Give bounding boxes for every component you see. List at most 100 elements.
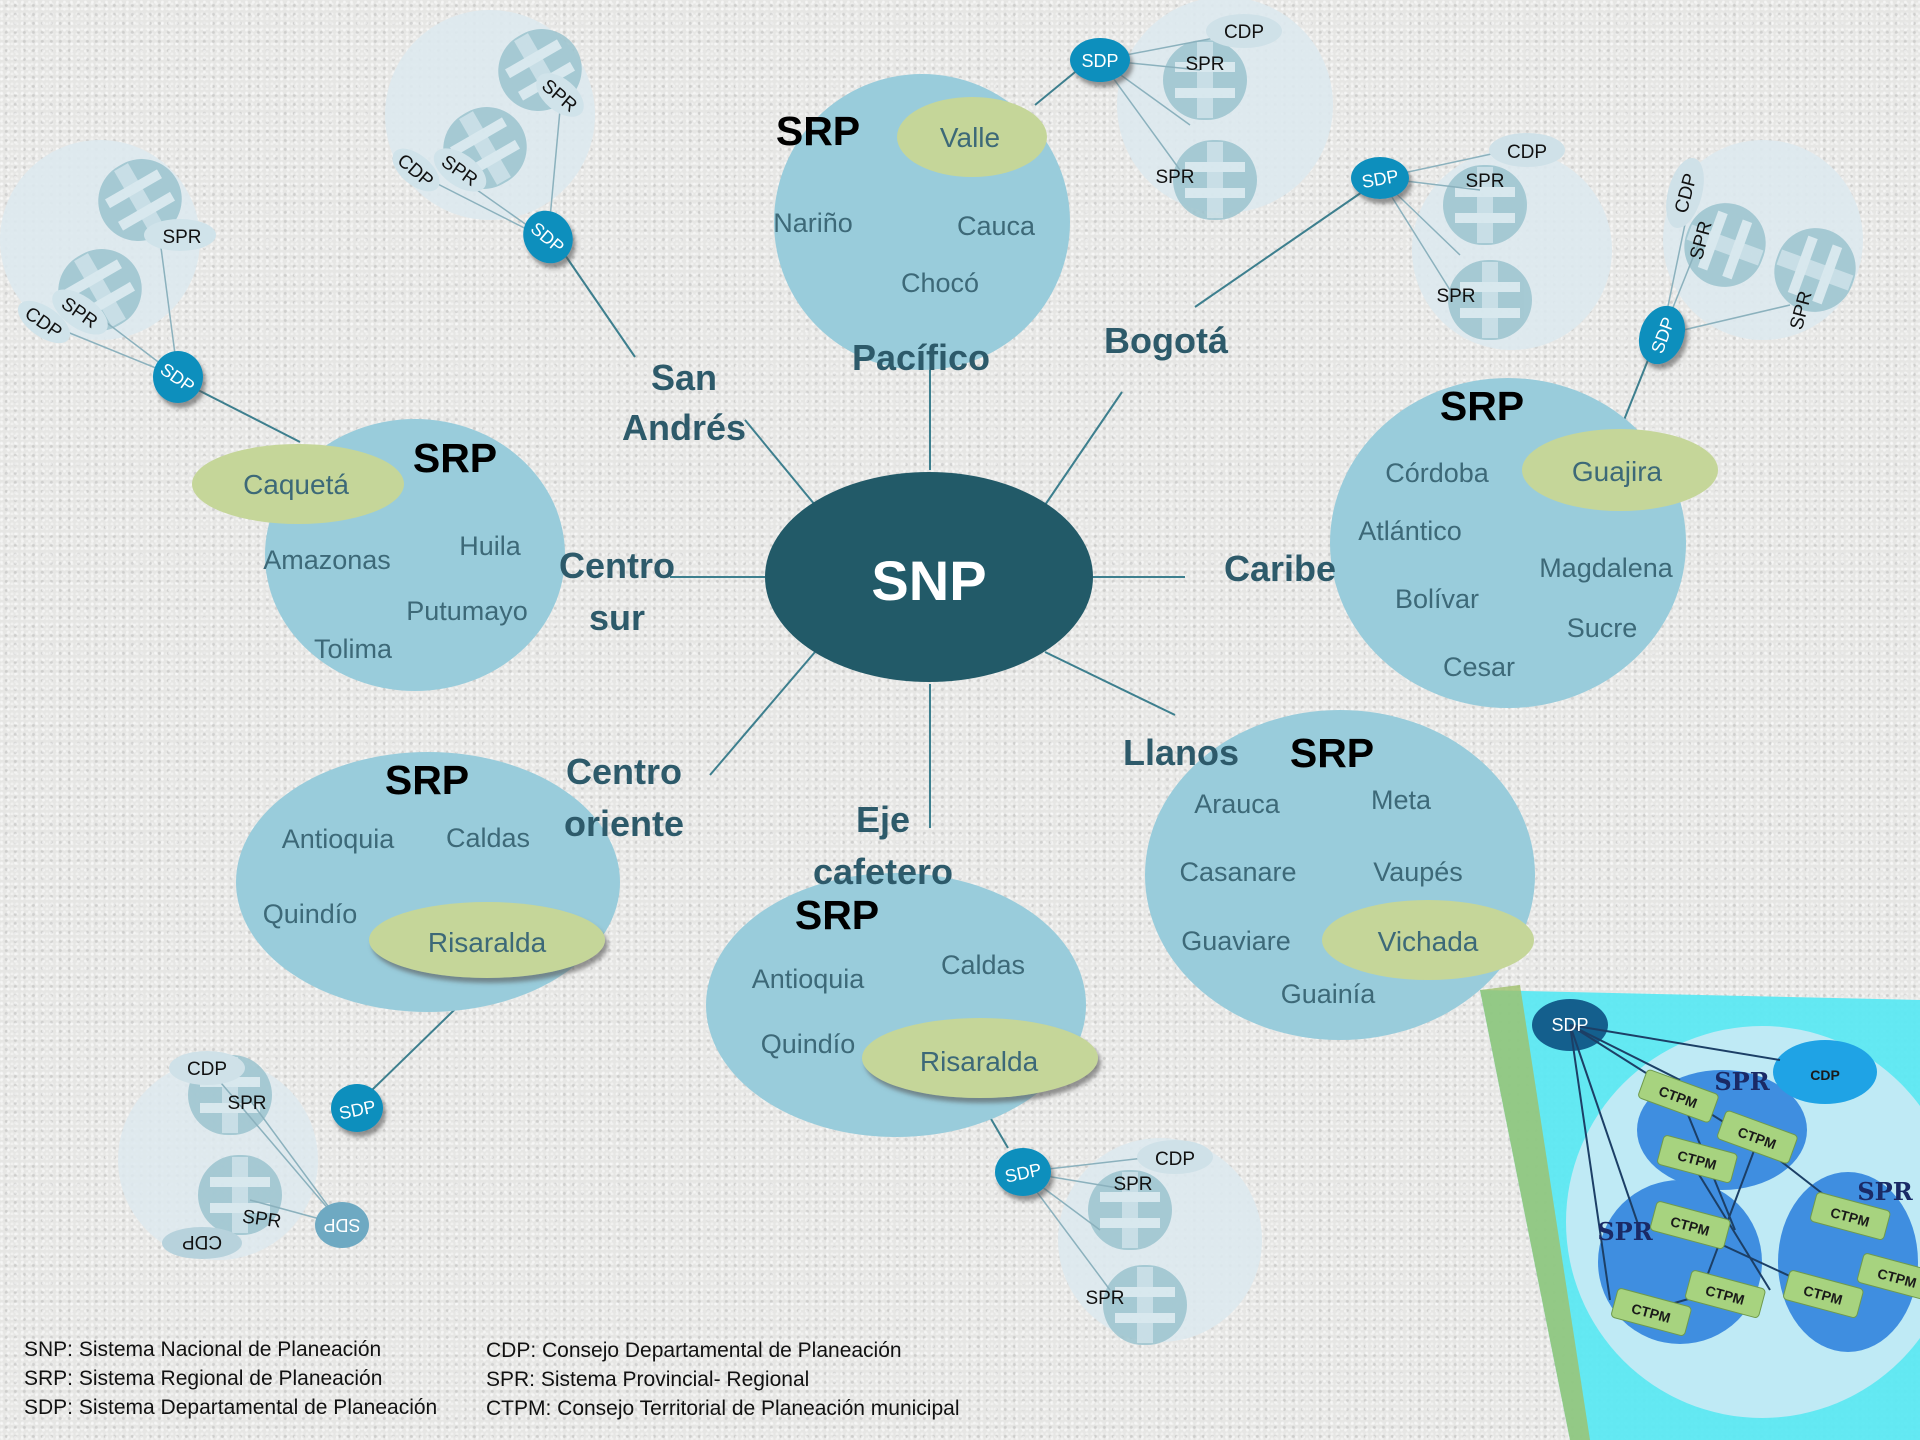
highlight-guajira (1522, 429, 1718, 511)
region-name-caribe: Caribe (1224, 548, 1336, 589)
dept-magdalena: Magdalena (1539, 553, 1674, 583)
snp-label: SNP (871, 549, 986, 612)
spoke-bogota (1044, 391, 1123, 506)
dept-caldas: Caldas (941, 950, 1025, 980)
legend-srp: SRP: Sistema Regional de Planeación (24, 1367, 383, 1390)
region-name-centro-oriente-2: oriente (564, 803, 684, 844)
cluster-risaralda-ej: CDP SPR SPR SDP (995, 1138, 1262, 1345)
region-name-centro-sur-2: sur (589, 597, 645, 638)
ctpm-box: CTPM (1638, 1069, 1719, 1123)
dept-vaupes: Vaupés (1373, 857, 1463, 887)
dept-vichada: Vichada (1378, 926, 1479, 957)
region-name-san-andres-1: San (651, 357, 717, 398)
connector-san-andres (564, 254, 636, 358)
dept-casanare: Casanare (1179, 857, 1296, 887)
dept-guajira: Guajira (1572, 456, 1663, 487)
cluster-san-andres: SPR SPR CDP SDP (385, 10, 597, 264)
zoom-beam-edge (1480, 985, 1590, 1440)
dept-huila: Huila (459, 531, 522, 561)
region-name-llanos: Llanos (1123, 732, 1239, 773)
region-name-pacifico: Pacífico (852, 337, 990, 378)
zoom-cdp (1773, 1040, 1877, 1104)
label-sdp-mirrored: SDP (323, 1215, 360, 1235)
dept-amazonas: Amazonas (263, 545, 391, 575)
legend-ctpm: CTPM: Consejo Territorial de Planeación … (486, 1397, 960, 1420)
dept-cauca: Cauca (957, 211, 1036, 241)
spoke-san-andres (744, 419, 816, 506)
srp-title: SRP (1440, 383, 1524, 429)
label-spr: SPR (1085, 1288, 1124, 1309)
legend-cdp: CDP: Consejo Departamental de Planeación (486, 1339, 902, 1362)
dept-arauca: Arauca (1194, 789, 1281, 819)
dept-sucre: Sucre (1567, 613, 1638, 643)
cluster-caqueta: SPR SPR CDP SDP (0, 140, 216, 403)
ctpm-box: CTPM (1650, 1201, 1731, 1249)
srp-centro-oriente: SRP Antioquia Caldas Quindío Risaralda (236, 752, 620, 1012)
ctpm-box: CTPM (1611, 1288, 1692, 1336)
label-spr: SPR (1185, 54, 1224, 75)
dept-valle: Valle (940, 122, 1000, 153)
dept-guaviare: Guaviare (1181, 926, 1291, 956)
spoke-centro-oriente (709, 651, 816, 776)
label-spr: SPR (162, 227, 201, 248)
ctpm-box: CTPM (1783, 1270, 1864, 1318)
region-name-centro-sur-1: Centro (559, 545, 675, 586)
label-spr: SPR (1113, 1174, 1152, 1195)
highlight-valle (897, 97, 1047, 177)
ctpm-box: CTPM (1857, 1253, 1920, 1301)
legend-sdp: SDP: Sistema Departamental de Planeación (24, 1396, 438, 1419)
ctpm-box: CTPM (1717, 1110, 1798, 1164)
dept-antioquia: Antioquia (752, 964, 866, 994)
dept-risaralda-co: Risaralda (428, 927, 547, 958)
dept-choco: Chocó (901, 268, 979, 298)
srp-llanos: SRP Arauca Meta Casanare Vaupés Guaviare… (1145, 710, 1535, 1040)
legend-left: SNP: Sistema Nacional de Planeación SRP:… (24, 1335, 437, 1422)
spokes (670, 370, 1185, 828)
dept-tolima: Tolima (314, 634, 393, 664)
label-cdp: CDP (1155, 1149, 1195, 1170)
cluster-valle: CDP SPR SPR SDP (1070, 0, 1333, 220)
highlight-risaralda-ej (862, 1018, 1098, 1098)
label-sdp: SDP (1081, 51, 1118, 71)
cluster-bogota: CDP SPR SPR SDP (1351, 133, 1612, 350)
label-spr: SPR (1436, 286, 1475, 307)
ctpm-box: CTPM (1657, 1135, 1738, 1183)
dept-quindio: Quindío (761, 1029, 856, 1059)
ctpm-box: CTPM (1685, 1270, 1766, 1318)
cluster-guajira: CDP SPR SPR SDP (1638, 140, 1867, 365)
zoom-spr-label-3: SPR (1857, 1177, 1913, 1206)
connector-caqueta (197, 389, 301, 443)
srp-caribe: SRP Guajira Córdoba Atlántico Magdalena … (1330, 378, 1718, 708)
srp-title: SRP (1290, 730, 1374, 776)
zoom-sdp-label: SDP (1551, 1015, 1588, 1035)
highlight-risaralda-co (369, 902, 605, 978)
zoom-cdp-label: CDP (1810, 1067, 1840, 1083)
label-cdp: CDP (1224, 22, 1264, 43)
region-name-eje-cafetero-2: cafetero (813, 851, 953, 892)
srp-title: SRP (795, 892, 879, 938)
connector-valle (1034, 67, 1081, 106)
dept-caldas: Caldas (446, 823, 530, 853)
srp-title: SRP (385, 757, 469, 803)
legend-snp: SNP: Sistema Nacional de Planeación (24, 1338, 382, 1361)
region-name-centro-oriente-1: Centro (566, 751, 682, 792)
dept-putumayo: Putumayo (406, 596, 528, 626)
label-spr: SPR (1465, 171, 1504, 192)
region-name-eje-cafetero-1: Eje (856, 799, 910, 840)
highlight-vichada (1322, 900, 1534, 980)
dept-guainia: Guainía (1281, 979, 1377, 1009)
label-cdp: CDP (187, 1059, 227, 1080)
zoom-callout: SDP CDP SPR SPR SPR CTPMCTPMCTPMCTPMCTPM… (1480, 985, 1920, 1440)
srp-eje-cafetero: SRP Antioquia Caldas Quindío Risaralda (706, 873, 1098, 1137)
zoom-spr-label-1: SPR (1714, 1067, 1770, 1096)
highlight-caqueta (192, 444, 404, 524)
legend-spr: SPR: Sistema Provincial- Regional (486, 1368, 810, 1391)
dept-meta: Meta (1371, 785, 1432, 815)
dept-narino: Nariño (773, 208, 853, 238)
dept-bolivar: Bolívar (1395, 584, 1479, 614)
srp-title: SRP (776, 108, 860, 154)
snp-center: SNP (765, 472, 1093, 682)
dept-cordoba: Córdoba (1385, 458, 1490, 488)
dept-atlantico: Atlántico (1358, 516, 1462, 546)
label-cdp-mirrored: CDP (182, 1231, 222, 1252)
